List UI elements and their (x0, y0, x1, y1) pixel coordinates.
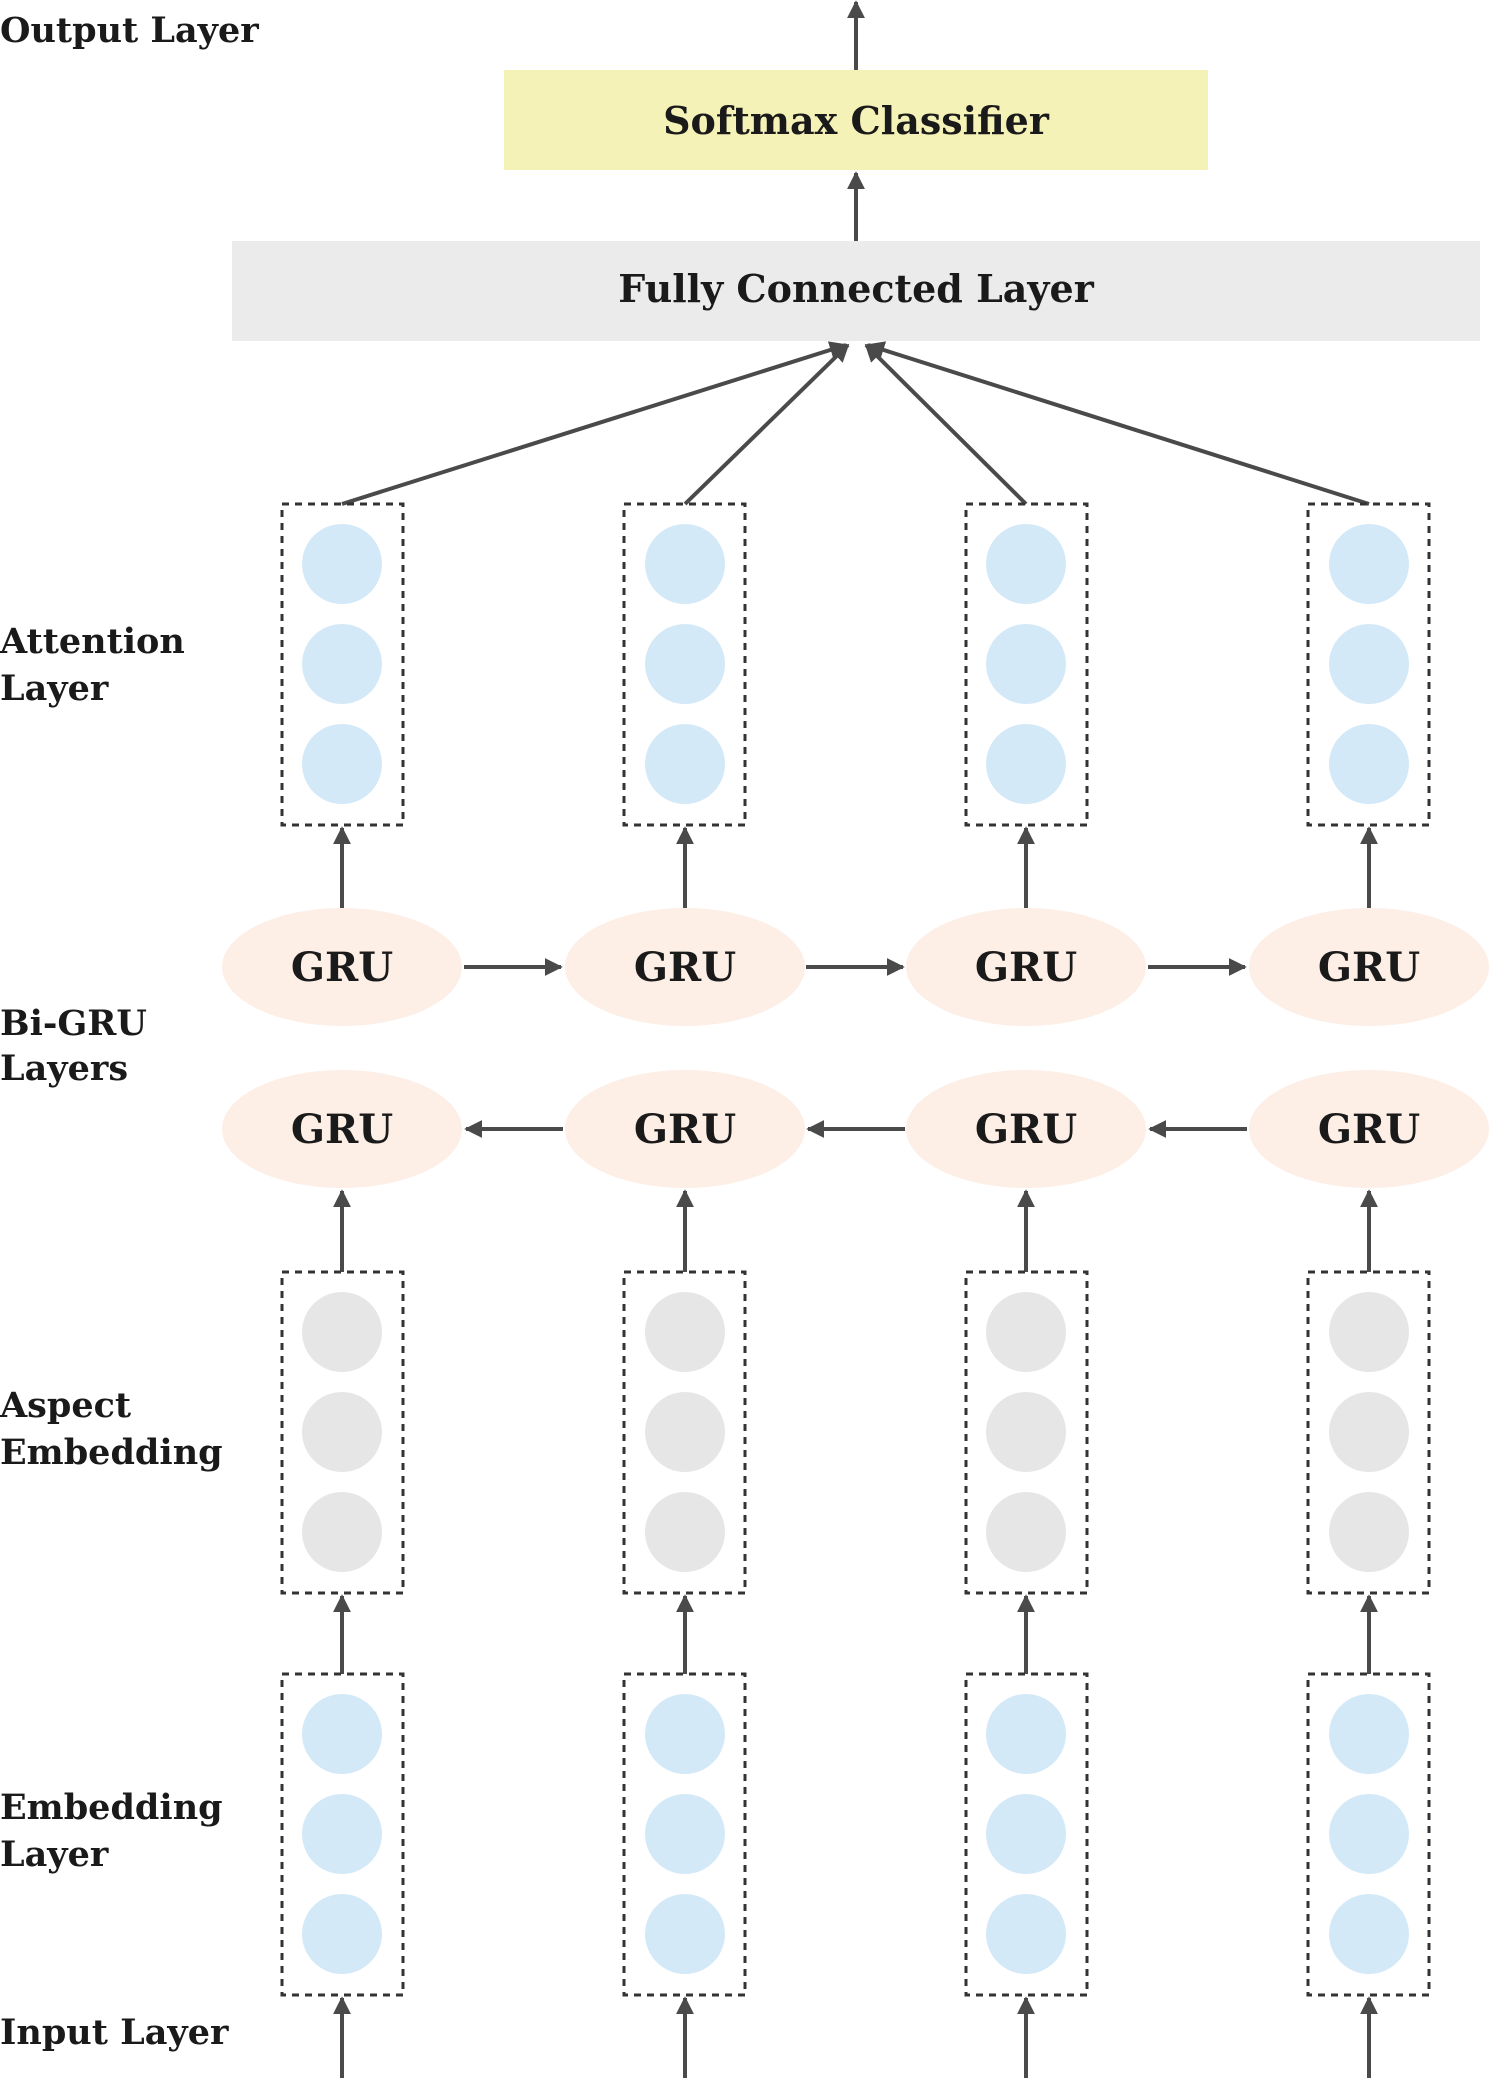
arrow-attention-4-to-fc (866, 341, 1370, 506)
aspect-node (1329, 1292, 1409, 1372)
column-1: GRU GRU (222, 502, 462, 2078)
embedding-node (645, 1894, 725, 1974)
bigru-layers-label-line1: Bi-GRU (0, 1003, 147, 1044)
attention-node (302, 624, 382, 704)
attention-node (986, 624, 1066, 704)
aspect-node (302, 1392, 382, 1472)
attention-node (986, 724, 1066, 804)
attention-node (645, 724, 725, 804)
column-3: GRU GRU (906, 502, 1146, 2078)
aspect-node (1329, 1392, 1409, 1472)
attention-node (986, 524, 1066, 604)
backward-gru-node (565, 1070, 805, 1188)
attention-layer-label-line1: Attention (0, 621, 185, 662)
embedding-node (986, 1794, 1066, 1874)
attention-node (302, 524, 382, 604)
embedding-node (302, 1894, 382, 1974)
embedding-node (645, 1694, 725, 1774)
bigru-layers-label-line2: Layers (0, 1048, 128, 1089)
attention-layer-label-line2: Layer (0, 668, 109, 709)
softmax-classifier-box (504, 70, 1208, 170)
fully-connected-layer-box (232, 241, 1480, 341)
attention-node (302, 724, 382, 804)
arrow-attention-3-to-fc (864, 343, 1028, 506)
aspect-node (986, 1392, 1066, 1472)
embedding-node (1329, 1894, 1409, 1974)
embedding-node (302, 1794, 382, 1874)
embedding-node (645, 1794, 725, 1874)
forward-gru-node (1249, 908, 1489, 1026)
arrow-attention-1-to-fc (341, 341, 848, 506)
gru-label: GRU (291, 944, 393, 991)
output-layer-label: Output Layer (0, 10, 259, 51)
gru-label: GRU (975, 944, 1077, 991)
input-layer-label: Input Layer (0, 2012, 229, 2053)
aspect-node (986, 1492, 1066, 1572)
gru-label: GRU (975, 1106, 1077, 1153)
softmax-classifier-label: Softmax Classifier (663, 98, 1050, 143)
attention-node (645, 624, 725, 704)
aspect-node (1329, 1492, 1409, 1572)
attention-node (1329, 724, 1409, 804)
gru-label: GRU (291, 1106, 393, 1153)
backward-gru-node (222, 1070, 462, 1188)
embedding-node (1329, 1694, 1409, 1774)
column-2: GRU GRU (565, 502, 805, 2078)
embedding-node (986, 1694, 1066, 1774)
gru-label: GRU (634, 944, 736, 991)
embedding-node (302, 1694, 382, 1774)
backward-gru-node (1249, 1070, 1489, 1188)
aspect-node (645, 1392, 725, 1472)
embedding-node (986, 1894, 1066, 1974)
aspect-embedding-label-line1: Aspect (0, 1385, 131, 1426)
gru-label: GRU (634, 1106, 736, 1153)
aspect-embedding-label-line2: Embedding (0, 1432, 223, 1473)
embedding-layer-label-line2: Layer (0, 1834, 109, 1875)
arrow-attention-2-to-fc (683, 343, 850, 506)
aspect-node (302, 1492, 382, 1572)
gru-label: GRU (1318, 1106, 1420, 1153)
attention-node (1329, 524, 1409, 604)
aspect-node (645, 1492, 725, 1572)
attention-node (1329, 624, 1409, 704)
aspect-node (302, 1292, 382, 1372)
aspect-node (645, 1292, 725, 1372)
backward-gru-node (906, 1070, 1146, 1188)
forward-gru-node (906, 908, 1146, 1026)
column-4: GRU GRU (1249, 502, 1489, 2078)
forward-gru-node (565, 908, 805, 1026)
embedding-node (1329, 1794, 1409, 1874)
forward-gru-node (222, 908, 462, 1026)
fully-connected-layer-label: Fully Connected Layer (618, 266, 1094, 311)
embedding-layer-label-line1: Embedding (0, 1787, 223, 1828)
aspect-node (986, 1292, 1066, 1372)
attention-node (645, 524, 725, 604)
gru-label: GRU (1318, 944, 1420, 991)
